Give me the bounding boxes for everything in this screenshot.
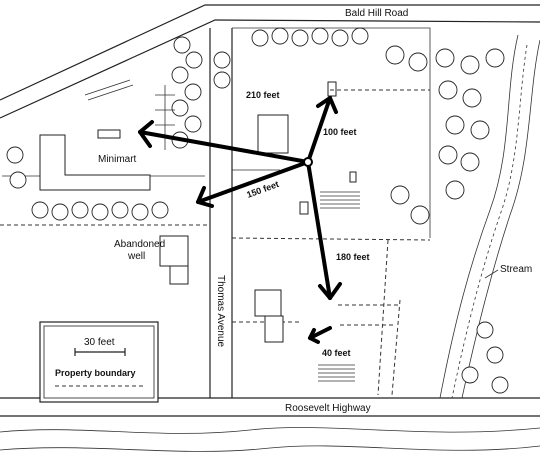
arrow-to-south-house [306,160,332,300]
field-hatch [318,191,360,382]
arrow-to-north-house [306,96,332,164]
distance-label-210: 210 feet [246,90,280,100]
junction-marker [303,157,313,167]
distance-label-100: 100 feet [323,127,357,137]
central-house [257,114,289,154]
well-label-1: Abandoned [114,239,165,250]
road-label-roosevelt: Roosevelt Highway [285,403,371,414]
distance-label-40: 40 feet [322,348,351,358]
sign-icon [97,129,121,139]
distance-label-180: 180 feet [336,252,370,262]
well-label-2: well [127,251,145,262]
scale-bar [74,348,126,356]
road-label-bald-hill: Bald Hill Road [345,8,408,19]
buildings [39,79,430,396]
arrow-to-well [196,160,310,204]
minimart-label: Minimart [98,154,137,165]
legend-boundary-label: Property boundary [55,368,136,378]
trees [6,27,509,394]
distance-arrows [138,96,342,344]
road-label-thomas: Thomas Avenue [215,275,226,348]
arrow-40ft [308,326,332,340]
south-house [254,289,282,317]
legend-scale-label: 30 feet [84,337,115,348]
minimart-building [39,134,151,191]
arrow-to-minimart [138,130,310,164]
stream-label: Stream [500,264,532,275]
legend: 30 feet Property boundary [39,321,159,403]
stream-channel [0,34,540,452]
well-building [159,235,189,267]
